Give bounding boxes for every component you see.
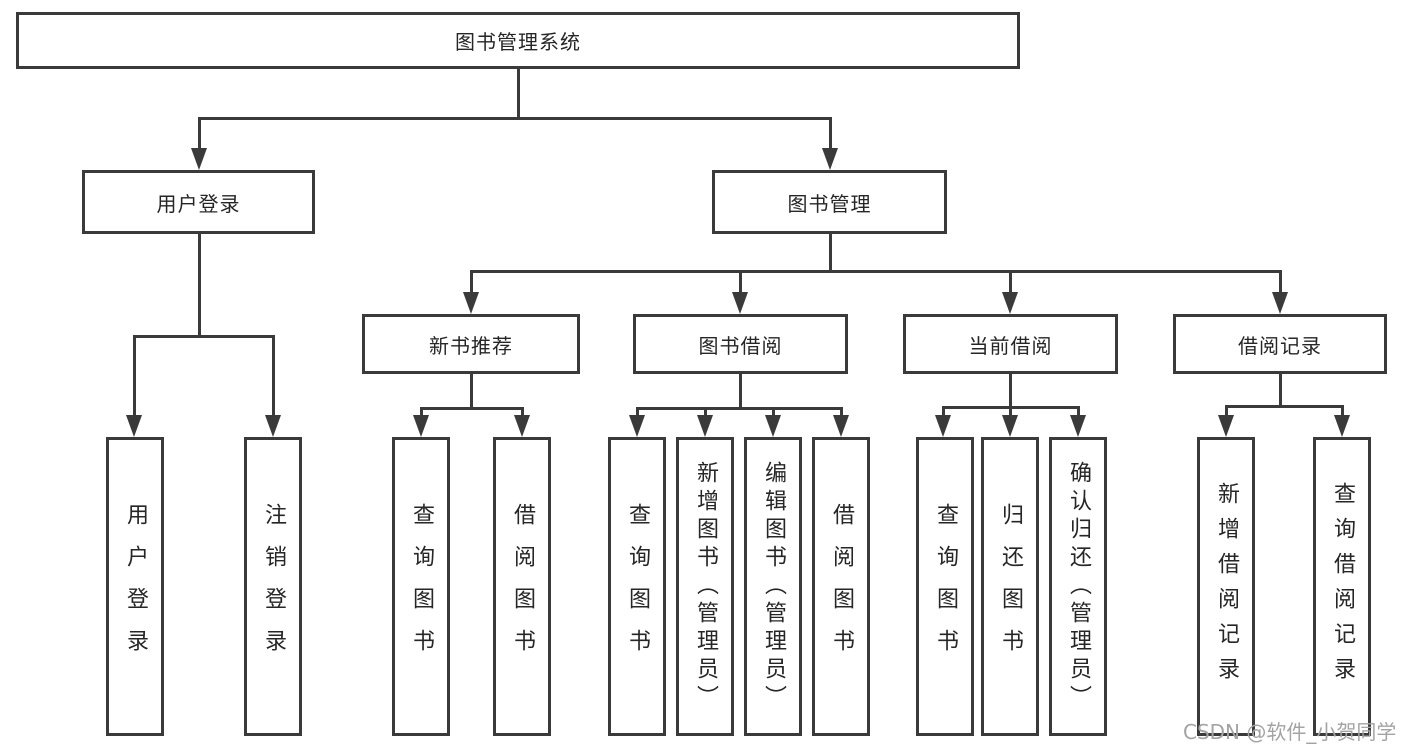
connector-book-borrow-bar: [635, 407, 843, 410]
connector-to-borrow-records: [1278, 270, 1282, 292]
connector-to-leaf-br-query: [1340, 405, 1344, 416]
leaf-borrow-add-books-admin-label: 新增图书（管理员）: [693, 460, 718, 713]
leaf-records-add-record: 新增借阅记录: [1197, 437, 1255, 736]
connector-borrow-records-bar: [1224, 405, 1344, 408]
connector-to-user-login: [197, 117, 201, 149]
leaf-borrow-edit-books-admin-label: 编辑图书（管理员）: [761, 460, 786, 713]
leaf-newbooks-borrow-books: 借阅图书: [493, 437, 551, 736]
arrowhead-leaf-logout: [265, 415, 281, 437]
leaf-current-confirm-return-admin: 确认归还（管理员）: [1049, 437, 1107, 736]
connector-level3-bar: [469, 270, 1282, 273]
connector-to-leaf-br-add: [1224, 405, 1228, 416]
node-current-borrow: 当前借阅: [903, 314, 1118, 374]
connector-to-leaf-user-login: [132, 335, 136, 415]
csdn-watermark: CSDN @软件_小贺同学: [1183, 720, 1397, 744]
leaf-current-return-books-label: 归还图书: [998, 502, 1023, 671]
connector-to-leaf-nb-query: [419, 407, 423, 416]
leaf-borrow-edit-books-admin: 编辑图书（管理员）: [744, 437, 802, 736]
node-book-borrow-label: 图书借阅: [698, 333, 783, 358]
node-new-book-recommend: 新书推荐: [362, 314, 580, 374]
connector-to-leaf-bb-query: [635, 407, 639, 416]
connector-to-book-borrow: [738, 270, 742, 292]
arrowhead-borrow-records: [1272, 292, 1288, 314]
node-root-label: 图书管理系统: [455, 30, 581, 54]
leaf-newbooks-borrow-books-label: 借阅图书: [510, 502, 535, 671]
arrowhead-leaf-cb-return: [1002, 415, 1018, 437]
leaf-current-query-books: 查询图书: [916, 437, 974, 736]
arrowhead-leaf-cb-query: [935, 415, 951, 437]
arrowhead-new-books: [463, 292, 479, 314]
leaf-borrow-borrow-books-label: 借阅图书: [829, 502, 854, 671]
arrowhead-leaf-bb-query: [629, 415, 645, 437]
node-user-login: 用户登录: [82, 170, 315, 234]
leaf-borrow-add-books-admin: 新增图书（管理员）: [676, 437, 734, 736]
connector-borrow-records-trunk: [1278, 374, 1282, 405]
connector-user-login-bar: [132, 335, 275, 338]
connector-to-leaf-logout: [271, 335, 275, 415]
arrowhead-leaf-br-query: [1334, 415, 1350, 437]
arrowhead-leaf-user-login: [126, 415, 142, 437]
leaf-borrow-query-books-label: 查询图书: [625, 502, 650, 671]
arrowhead-current-borrow: [1002, 292, 1018, 314]
leaf-user-login-label: 用户登录: [123, 502, 148, 671]
connector-new-books-trunk: [469, 374, 473, 407]
connector-to-current-borrow: [1008, 270, 1012, 292]
connector-current-borrow-trunk: [1008, 374, 1012, 406]
node-user-login-label: 用户登录: [156, 191, 241, 216]
connector-to-new-books: [469, 270, 473, 292]
connector-to-leaf-bb-add: [703, 407, 707, 416]
connector-new-books-bar: [419, 407, 524, 410]
node-borrow-records-label: 借阅记录: [1238, 333, 1322, 358]
arrowhead-book-borrow: [732, 292, 748, 314]
connector-to-leaf-cb-confirm: [1076, 406, 1080, 416]
leaf-current-return-books: 归还图书: [981, 437, 1039, 736]
connector-to-leaf-bb-borrow: [839, 407, 843, 416]
node-book-borrow: 图书借阅: [633, 314, 848, 374]
arrowhead-leaf-bb-add: [697, 415, 713, 437]
leaf-borrow-query-books: 查询图书: [608, 437, 666, 736]
leaf-records-query-record: 查询借阅记录: [1313, 437, 1371, 736]
connector-to-leaf-cb-return: [1008, 406, 1012, 416]
connector-root-trunk: [516, 69, 520, 117]
leaf-current-query-books-label: 查询图书: [933, 502, 958, 671]
connector-to-book-management: [828, 117, 832, 149]
node-current-borrow-label: 当前借阅: [968, 333, 1053, 358]
leaf-logout-login: 注销登录: [244, 437, 302, 736]
arrowhead-leaf-bb-borrow: [833, 415, 849, 437]
arrowhead-leaf-bb-edit: [765, 415, 781, 437]
arrowhead-leaf-nb-borrow: [514, 415, 530, 437]
node-book-management-label: 图书管理: [787, 191, 872, 216]
leaf-borrow-borrow-books: 借阅图书: [812, 437, 870, 736]
arrowhead-leaf-cb-confirm: [1070, 415, 1086, 437]
node-book-management: 图书管理: [712, 170, 947, 234]
connector-book-borrow-trunk: [738, 374, 742, 407]
arrowhead-leaf-br-add: [1218, 415, 1234, 437]
arrowhead-leaf-nb-query: [413, 415, 429, 437]
node-borrow-records: 借阅记录: [1173, 314, 1387, 374]
node-new-book-recommend-label: 新书推荐: [429, 333, 513, 358]
leaf-logout-login-label: 注销登录: [261, 502, 286, 671]
arrowhead-user-login: [191, 148, 207, 170]
connector-user-login-trunk: [197, 234, 201, 335]
leaf-records-query-record-label: 查询借阅记录: [1330, 481, 1355, 692]
arrowhead-book-management: [822, 148, 838, 170]
connector-to-leaf-cb-query: [941, 406, 945, 416]
leaf-current-confirm-return-admin-label: 确认归还（管理员）: [1066, 460, 1091, 713]
node-root: 图书管理系统: [16, 12, 1020, 69]
leaf-newbooks-query-books-label: 查询图书: [409, 502, 434, 671]
connector-to-leaf-nb-borrow: [520, 407, 524, 416]
connector-to-leaf-bb-edit: [771, 407, 775, 416]
leaf-newbooks-query-books: 查询图书: [392, 437, 450, 736]
connector-book-mgmt-trunk: [828, 234, 832, 270]
leaf-user-login: 用户登录: [106, 437, 164, 736]
leaf-records-add-record-label: 新增借阅记录: [1214, 481, 1239, 692]
connector-level2-bar: [197, 117, 832, 120]
